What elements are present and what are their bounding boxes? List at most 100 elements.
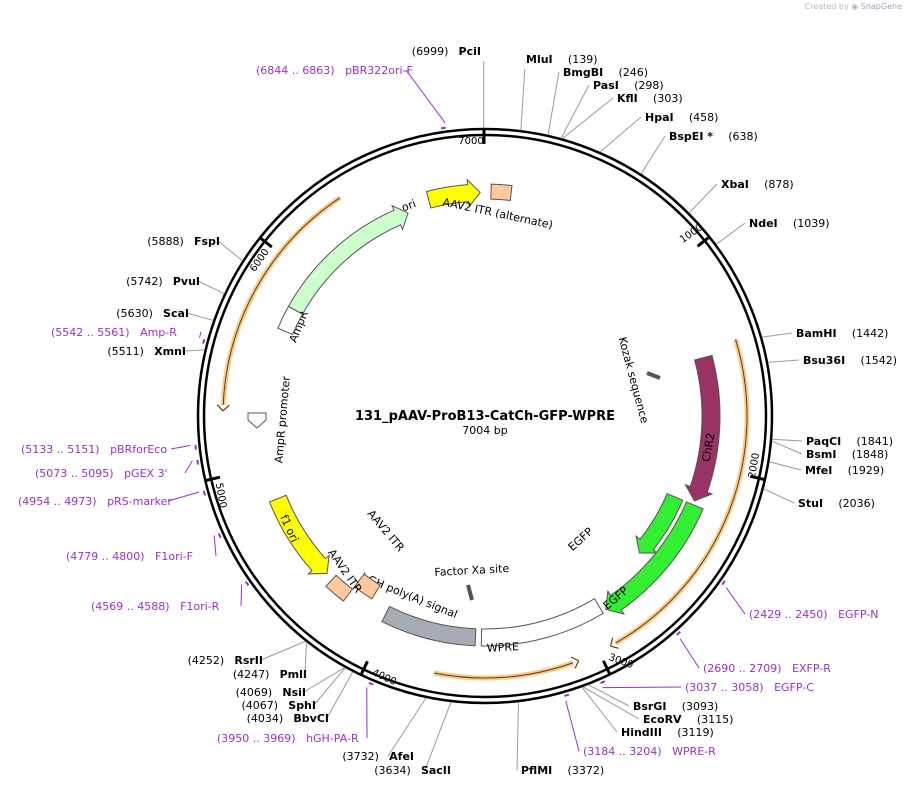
primer-label-prs-marker: (4954 .. 4973) pRS-marker [18,495,172,508]
site-position: (1848) [852,448,889,461]
primer-name: pBR322ori-F [345,64,413,77]
cut-site-line [313,667,346,706]
cut-site-line [763,488,795,504]
primer-mark [244,581,250,587]
site-label-mfei: MfeI (1929) [805,459,884,478]
site-position: (458) [689,111,719,124]
primer-range: (5133 .. 5151) [21,443,100,456]
tick-mark [205,475,221,483]
feature-wpre-label: WPRE [486,640,519,655]
site-name: HpaI [645,111,674,124]
feature-aav2-itr-alternate-label: AAV2 ITR (alternate) [441,196,554,232]
site-label-bamhi: BamHI (1442) [796,322,888,341]
site-label-xmni: (5511) XmnI [107,340,186,359]
cut-site-line [260,640,306,661]
site-name: PflMI [521,764,552,777]
site-name: BmgBI [563,66,603,79]
site-label-hindiii: HindIII (3119) [621,721,714,740]
primer-mark [194,444,197,450]
ampr-promoter-arrow-icon [247,412,267,429]
site-label-kfli: KflI (303) [617,87,683,106]
site-label-afei: (3732) AfeI [342,745,414,764]
site-label-bsmi: BsmI (1848) [806,443,888,462]
tick-label: 5000 [213,482,228,509]
primer-mark [202,490,207,496]
site-name: BbvCI [293,712,329,725]
feature-ampr-arrow [287,204,409,315]
cut-site-line [767,359,800,363]
primer-range: (5073 .. 5095) [35,467,114,480]
primer-label-hgh-pa-r: (3950 .. 3969) hGH-PA-R [217,732,359,745]
primer-line [602,686,682,689]
site-name: SacII [421,764,451,777]
site-label-bmgbi: BmgBI (246) [563,61,648,80]
site-label-ndei: NdeI (1039) [749,212,829,231]
site-position: (1542) [860,354,897,367]
cut-site-line [581,686,618,733]
feature-ampr-promoter-bar [277,305,304,336]
primer-name: pBRforEco [110,443,167,456]
primer-label-exfp-r: (2690 .. 2709) EXFP-R [703,662,831,675]
cut-site-line [304,642,308,675]
cut-site-line [387,697,427,757]
site-name: MluI [526,53,553,66]
cut-site-line [217,240,243,262]
site-label-pvui: (5742) PvuI [126,270,200,289]
cut-site-line [303,667,346,693]
primer-line [679,638,700,669]
primer-range: (3950 .. 3969) [217,732,296,745]
cut-site-line [562,97,614,139]
site-position: (3634) [374,764,411,777]
site-label-pflmi: PflMI (3372) [521,759,604,778]
feature-egfp-inner-arrow [635,492,684,554]
site-position: (878) [764,178,794,191]
site-name: BspEI * [669,130,713,143]
site-position: (5742) [126,275,163,288]
site-position: (6999) [412,45,449,58]
primer-name: pGEX 3' [124,467,168,480]
snapgene-logo-icon: ◉ [851,2,859,11]
primer-line [240,584,243,607]
site-position: (246) [618,66,648,79]
primer-mark [217,533,222,539]
site-name: ScaI [163,307,189,320]
site-position: (139) [568,53,598,66]
primer-range: (4779 .. 4800) [66,550,145,563]
feature-aav2-itr-inner-label: AAV2 ITR [365,507,408,554]
site-label-pasi: PasI (298) [593,74,664,93]
site-position: (4252) [188,654,225,667]
cut-site-line [772,438,803,442]
site-label-stui: StuI (2036) [798,492,875,511]
site-name: Bsu36I [803,354,845,367]
orf-chr2-egfp [609,338,750,649]
cut-site-line [761,332,793,338]
site-label-paqci: PaqCI (1841) [806,430,893,449]
feature-ori-label: ori [400,197,418,214]
site-name: FspI [194,235,220,248]
site-name: PmlI [280,668,307,681]
primer-range: (6844 .. 6863) [256,64,335,77]
site-name: EcoRV [643,713,682,726]
primer-line [199,331,202,338]
feature-aav2-itr-outer [325,574,354,602]
cut-site-line [183,349,205,352]
primer-line [725,587,746,615]
site-name: XbaI [721,178,749,191]
site-label-scai: (5630) ScaI [116,302,189,321]
feature-ori-arrow [425,178,481,209]
feature-wpre-bar [480,598,604,647]
site-name: NdeI [749,217,778,230]
feature-ampr-promoter-label: AmpR promoter [272,375,293,464]
site-label-pcii: (6999) PciI [412,40,481,59]
primer-name: Amp-R [140,326,177,339]
site-label-fspi: (5888) FspI [147,230,220,249]
site-position: (1841) [857,435,894,448]
primer-name: EGFP-C [774,681,814,694]
cut-site-line [599,116,642,153]
primer-mark [564,693,570,697]
tick-label: 7000 [458,136,483,147]
site-name: PvuI [173,275,200,288]
site-position: (1442) [852,327,889,340]
primer-mark [600,680,606,685]
cut-site-line [547,71,560,136]
